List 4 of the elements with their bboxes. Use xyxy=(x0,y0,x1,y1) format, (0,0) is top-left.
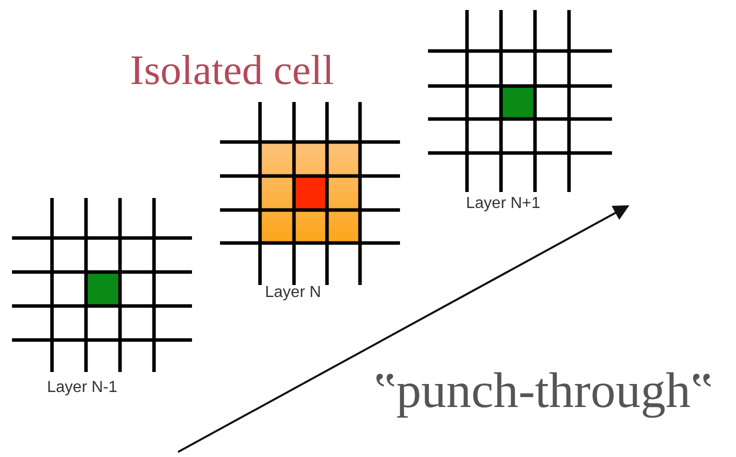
layer-label: Layer N-1 xyxy=(47,380,118,396)
title-text: Isolated cell xyxy=(130,50,334,92)
layer-label: Layer N+1 xyxy=(466,196,540,212)
layer-label: Layer N xyxy=(265,285,322,301)
